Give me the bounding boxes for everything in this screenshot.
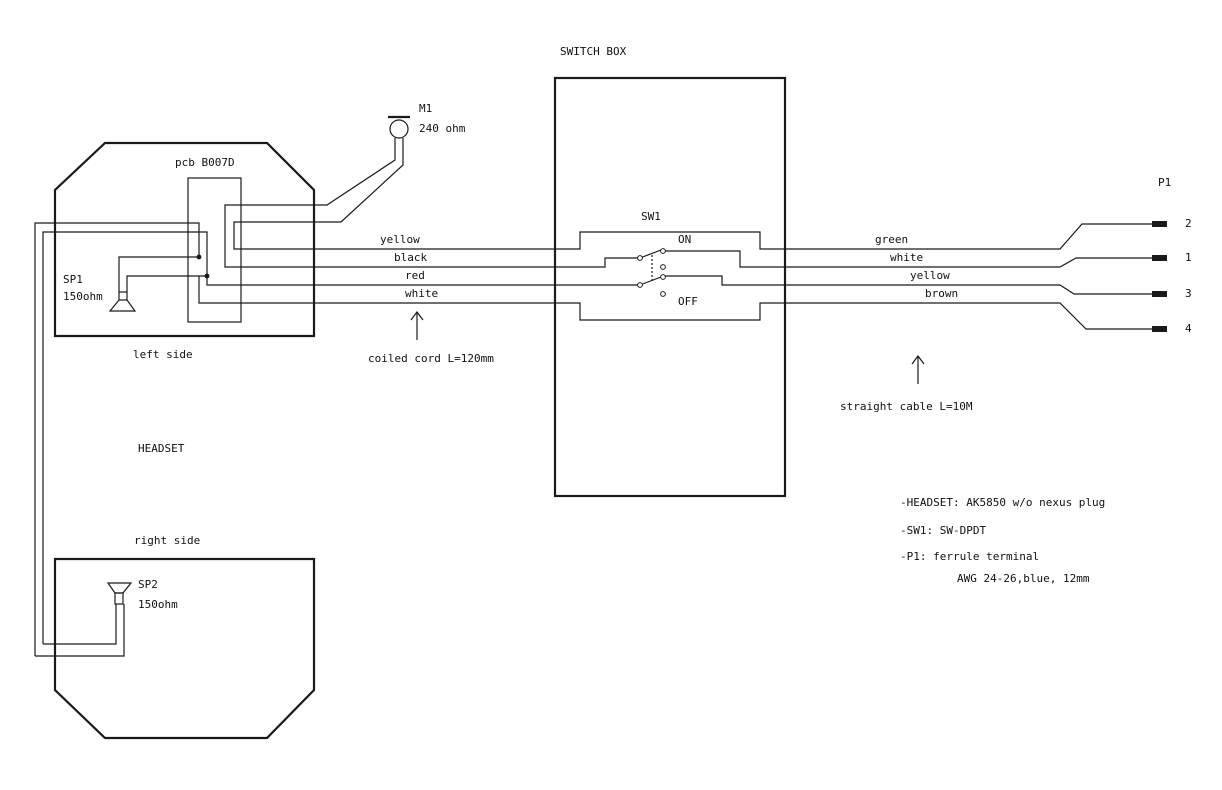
sp2-speaker-icon: [106, 582, 133, 605]
note-line: -HEADSET: AK5850 w/o nexus plug: [900, 496, 1105, 509]
wire-label: white: [405, 287, 438, 300]
p1-terminals: P1 2 1 3 4: [1152, 176, 1192, 335]
right-earcup-outline: [53, 557, 316, 740]
switch-box-label: SWITCH BOX: [560, 45, 627, 58]
switch-box: SWITCH BOX SW1 ON OFF: [553, 45, 787, 498]
wire-label: red: [405, 269, 425, 282]
sp2-value: 150ohm: [138, 598, 178, 611]
switch-contact: [637, 282, 643, 288]
sp1-speaker-icon: [108, 291, 137, 312]
coiled-cord-label: coiled cord L=120mm: [368, 352, 494, 365]
sp2-wire-outer: [35, 604, 125, 657]
mic-wire-b: [233, 138, 555, 250]
arrow-head-icon: [410, 311, 424, 321]
mic-wire-a: [224, 138, 555, 268]
m1-ref: M1: [419, 102, 432, 115]
switch-contact: [660, 274, 666, 280]
switch-lever: [639, 249, 662, 259]
terminal-number: 4: [1185, 322, 1192, 335]
arrow-head-icon: [911, 355, 925, 365]
sp1-value: 150ohm: [63, 290, 103, 303]
right-cup-cable-inner: [42, 231, 208, 644]
mic-icon: [389, 119, 409, 139]
ferrule-terminal-icon: [1152, 291, 1167, 297]
right-cup-cable-outer: [34, 222, 200, 656]
wire-red: [206, 276, 555, 286]
microphone-m1: M1 240 ohm: [224, 102, 555, 268]
switch-box-outline: [553, 76, 787, 498]
wire-white: [785, 257, 1152, 268]
straight-cable-label: straight cable L=10M: [840, 400, 973, 413]
straight-cable: green white yellow brown straight cable …: [785, 223, 1152, 413]
sw-trace-white: [555, 302, 785, 321]
wire-green: [785, 223, 1152, 250]
notes: -HEADSET: AK5850 w/o nexus plug -SW1: SW…: [900, 496, 1105, 585]
wire-label: white: [890, 251, 923, 264]
note-line: -SW1: SW-DPDT: [900, 524, 986, 537]
ferrule-terminal-icon: [1152, 221, 1167, 227]
note-line: AWG 24-26,blue, 12mm: [957, 572, 1090, 585]
sp1-wire-a: [118, 256, 199, 292]
switch-contact: [637, 255, 643, 261]
ferrule-terminal-icon: [1152, 326, 1167, 332]
sp2-wire-inner: [43, 604, 117, 645]
note-line: -P1: ferrule terminal: [900, 550, 1039, 563]
sp2-ref: SP2: [138, 578, 158, 591]
wire-brown: [785, 302, 1152, 330]
sw1-label: SW1: [641, 210, 661, 223]
left-earcup-outline: [53, 141, 316, 338]
wire-label: yellow: [910, 269, 950, 282]
sw-trace-on-contact: [664, 250, 785, 268]
headset-left-side: pcb B007D SP1 150ohm left side: [53, 141, 316, 361]
wire-label: black: [394, 251, 427, 264]
terminal-number: 3: [1185, 287, 1192, 300]
pcb-label: pcb B007D: [175, 156, 235, 169]
m1-value: 240 ohm: [419, 122, 466, 135]
wire-label: green: [875, 233, 908, 246]
terminal-number: 2: [1185, 217, 1192, 230]
coiled-cord: yellow black red white coiled cord L=120…: [198, 233, 555, 365]
sw-trace-black: [555, 257, 638, 268]
wire-label: brown: [925, 287, 958, 300]
headset-right-side: right side SP2 150ohm: [35, 534, 316, 740]
terminal-number: 1: [1185, 251, 1192, 264]
sp1-ref: SP1: [63, 273, 83, 286]
p1-label: P1: [1158, 176, 1171, 189]
switch-lever: [639, 276, 662, 286]
right-side-label: right side: [134, 534, 200, 547]
wire-white: [198, 276, 555, 304]
wire-yellow: [785, 284, 1152, 295]
left-side-label: left side: [133, 348, 193, 361]
pcb-board: [187, 177, 242, 323]
switch-on-label: ON: [678, 233, 691, 246]
sw-trace-yellow: [555, 231, 785, 250]
ferrule-terminal-icon: [1152, 255, 1167, 261]
sp1-wire-b: [126, 275, 207, 292]
switch-contact: [660, 291, 666, 297]
switch-contact: [660, 248, 666, 254]
sw-trace-off-contact: [664, 275, 785, 286]
switch-off-label: OFF: [678, 295, 698, 308]
headset-label: HEADSET: [138, 442, 185, 455]
switch-contact: [660, 264, 666, 270]
wire-label: yellow: [380, 233, 420, 246]
